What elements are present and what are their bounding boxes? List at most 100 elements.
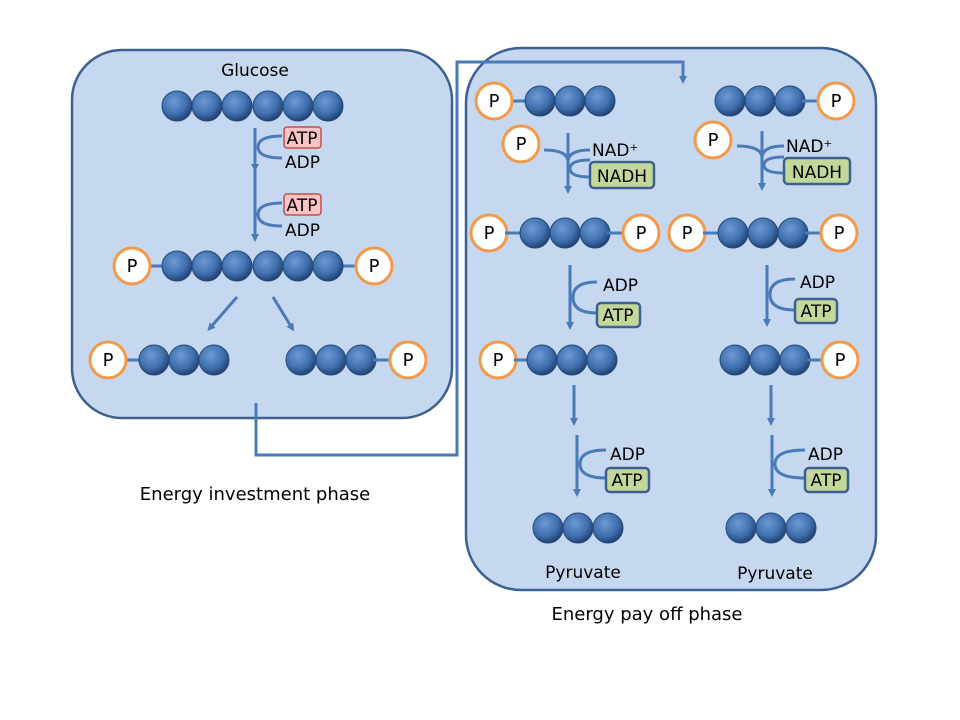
- carbon-bead: [191, 250, 223, 282]
- cofactor-curve: [571, 280, 598, 315]
- cofactor-curve: [578, 448, 607, 480]
- carbon-bead: [285, 344, 317, 376]
- cofactor-curve: [736, 144, 785, 159]
- energy-investment-panel: [70, 48, 454, 420]
- carbon-bead: [584, 85, 616, 117]
- phosphate-label: P: [831, 91, 842, 112]
- phosphate-label: P: [127, 256, 138, 277]
- carbon-bead: [161, 90, 193, 122]
- atp-box: [595, 301, 642, 329]
- phosphate-circle: [693, 120, 733, 160]
- atp-label: ATP: [287, 196, 318, 216]
- phosphate-circle: [816, 81, 856, 121]
- phosphate-label: P: [835, 350, 846, 371]
- phosphate-label: P: [103, 350, 114, 371]
- carbon-bead: [749, 344, 781, 376]
- atp-label: ATP: [287, 129, 318, 149]
- cofactor-curve: [762, 155, 785, 175]
- carbon-bead: [312, 250, 344, 282]
- atp-box: [283, 126, 322, 149]
- carbon-bead: [345, 344, 377, 376]
- phosphate-label: P: [682, 223, 693, 244]
- reaction-arrow: [271, 296, 295, 332]
- carbon-bead: [282, 250, 314, 282]
- phosphate-circle: [820, 340, 860, 380]
- carbon-bead: [161, 250, 193, 282]
- phosphate-circle: [112, 246, 152, 286]
- atp-label: ATP: [612, 471, 643, 491]
- carbon-bead: [785, 512, 817, 544]
- carbon-bead: [526, 344, 558, 376]
- carbon-bead: [315, 344, 347, 376]
- carbon-bead: [755, 512, 787, 544]
- nadh-label: NADH: [792, 163, 842, 183]
- carbon-bead: [168, 344, 200, 376]
- carbon-bead: [519, 217, 551, 249]
- atp-label: ATP: [603, 306, 634, 326]
- nad-label: NAD⁺: [592, 141, 638, 161]
- phosphate-label: P: [493, 350, 504, 371]
- phosphate-circle: [621, 213, 661, 253]
- atp-box: [793, 297, 839, 325]
- carbon-bead: [282, 90, 314, 122]
- carbon-bead: [556, 344, 588, 376]
- energy-investment-caption: Energy investment phase: [140, 484, 370, 505]
- phosphate-label: P: [834, 223, 845, 244]
- phosphate-circle: [88, 340, 128, 380]
- atp-box: [803, 466, 850, 494]
- cofactor-curve: [568, 158, 591, 179]
- carbon-bead: [777, 217, 809, 249]
- pyruvate-label: Pyruvate: [737, 564, 813, 584]
- carbon-bead: [579, 217, 611, 249]
- carbon-bead: [312, 90, 344, 122]
- adp-label: ADP: [285, 221, 320, 241]
- phosphate-circle: [354, 246, 394, 286]
- pyruvate-label: Pyruvate: [545, 563, 621, 583]
- phosphate-label: P: [516, 134, 527, 155]
- atp-label: ATP: [801, 302, 832, 322]
- carbon-bead: [198, 344, 230, 376]
- carbon-bead: [549, 217, 581, 249]
- carbon-bead: [562, 512, 594, 544]
- carbon-bead: [221, 90, 253, 122]
- cofactor-curve: [256, 134, 283, 160]
- phosphate-label: P: [369, 256, 380, 277]
- carbon-bead: [532, 512, 564, 544]
- carbon-bead: [138, 344, 170, 376]
- adp-label: ADP: [800, 273, 835, 293]
- carbon-bead: [719, 344, 751, 376]
- carbon-bead: [779, 344, 811, 376]
- adp-label: ADP: [603, 276, 638, 296]
- carbon-bead: [725, 512, 757, 544]
- phosphate-label: P: [489, 91, 500, 112]
- cofactor-curve: [256, 201, 283, 228]
- carbon-bead: [191, 90, 223, 122]
- carbon-bead: [747, 217, 779, 249]
- atp-label: ATP: [811, 471, 842, 491]
- nadh-label: NADH: [597, 167, 647, 187]
- adp-label: ADP: [285, 153, 320, 173]
- atp-box: [283, 193, 322, 216]
- phosphate-circle: [474, 81, 514, 121]
- phosphate-label: P: [708, 130, 719, 151]
- phosphate-circle: [501, 124, 541, 164]
- glucose-label: Glucose: [221, 61, 289, 81]
- carbon-bead: [221, 250, 253, 282]
- nadh-box: [782, 156, 852, 186]
- carbon-bead: [554, 85, 586, 117]
- atp-box: [604, 466, 651, 494]
- carbon-bead: [774, 85, 806, 117]
- carbon-bead: [586, 344, 618, 376]
- cofactor-curve: [768, 277, 796, 312]
- phosphate-circle: [819, 213, 859, 253]
- carbon-bead: [252, 90, 284, 122]
- nadh-box: [588, 160, 656, 190]
- carbon-bead: [524, 85, 556, 117]
- reaction-arrow: [207, 296, 239, 332]
- carbon-bead: [252, 250, 284, 282]
- adp-label: ADP: [610, 445, 645, 465]
- carbon-bead: [744, 85, 776, 117]
- adp-label: ADP: [808, 445, 843, 465]
- nad-label: NAD⁺: [786, 137, 832, 157]
